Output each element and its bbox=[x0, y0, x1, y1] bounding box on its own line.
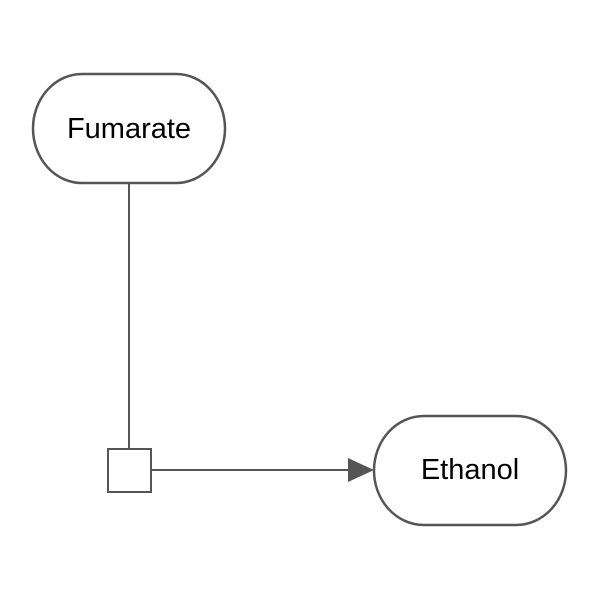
node-label-ethanol: Ethanol bbox=[421, 454, 519, 486]
species-node-ethanol[interactable]: Ethanol bbox=[372, 414, 568, 527]
node-shape-fumarate bbox=[31, 72, 227, 185]
arrowhead-icon bbox=[348, 458, 374, 482]
node-label-fumarate: Fumarate bbox=[67, 113, 191, 145]
process-node[interactable] bbox=[107, 448, 152, 493]
species-node-fumarate[interactable]: Fumarate bbox=[31, 72, 227, 185]
node-shape-ethanol bbox=[372, 414, 568, 527]
